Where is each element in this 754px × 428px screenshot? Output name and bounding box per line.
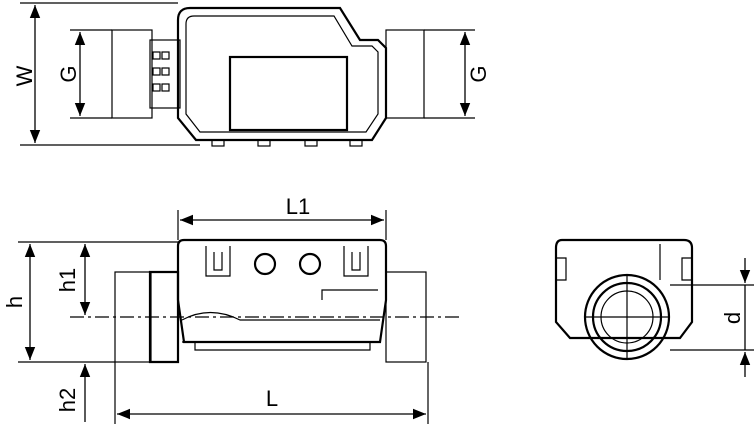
end-view [554, 238, 694, 361]
h1-label: h1 [55, 268, 80, 292]
side-view [114, 238, 427, 364]
top-view [111, 6, 425, 147]
display-window [228, 55, 349, 132]
g-right-label: G [466, 65, 491, 82]
h2-label: h2 [55, 388, 80, 412]
h-label: h [2, 296, 27, 308]
l1-label: L1 [286, 194, 310, 219]
w-label: W [12, 65, 37, 86]
d-label: d [720, 312, 745, 324]
right-thread [385, 29, 425, 119]
left-thread [111, 29, 153, 119]
housing-outline [176, 6, 388, 142]
g-left-label: G [56, 65, 81, 82]
housing-outline [176, 238, 388, 344]
l-label: L [266, 386, 278, 411]
left-connector [149, 39, 181, 109]
terminal-grid [152, 51, 170, 92]
housing-outline [554, 238, 694, 340]
